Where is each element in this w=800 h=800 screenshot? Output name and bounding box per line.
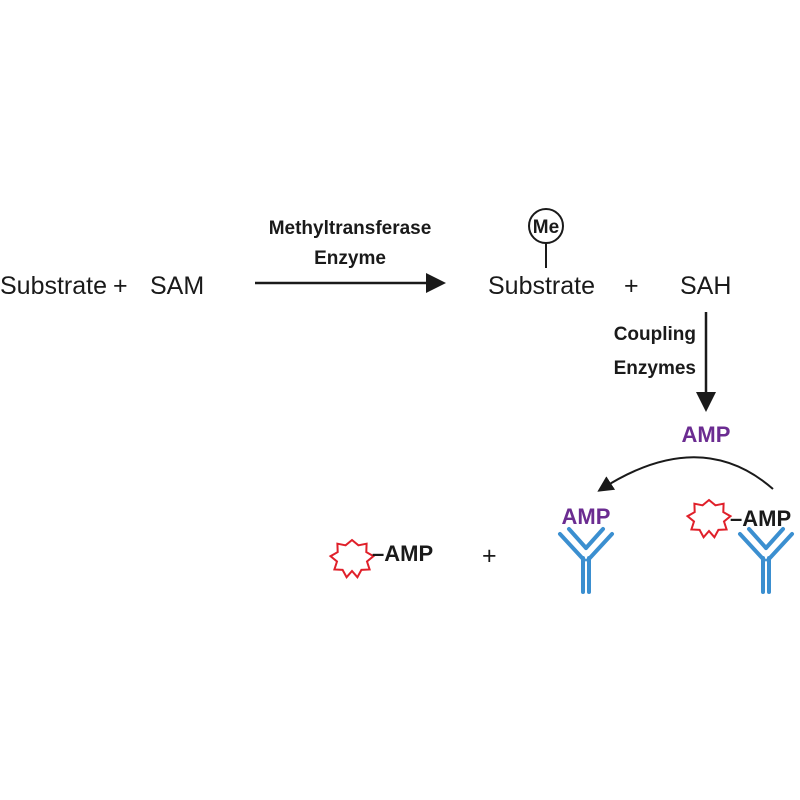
sah-label: SAH <box>680 272 731 300</box>
bound-fluorophore-star-icon <box>685 498 733 539</box>
coupling-label-line1: Coupling <box>614 324 696 345</box>
coupling-label-line2: Enzymes <box>614 358 696 379</box>
amp-product-label: AMP <box>682 422 731 447</box>
enzyme-label-line2: Enzyme <box>314 248 386 269</box>
bound-antibody-icon <box>738 527 794 594</box>
displacement-arrow <box>597 456 774 492</box>
tracer-amp-label: –AMP <box>372 541 433 566</box>
sam-label: SAM <box>150 272 204 300</box>
plus-sign-1: + <box>113 272 128 300</box>
antibody-bound-amp-label: AMP <box>562 504 611 529</box>
antibody-icon <box>558 527 614 594</box>
enzyme-label-line1: Methyltransferase <box>269 218 432 239</box>
methylated-substrate-label: Substrate <box>488 272 595 300</box>
fluorophore-star-icon <box>328 538 376 579</box>
methyl-group-label: Me <box>533 217 559 238</box>
bound-tracer-amp-label: –AMP <box>730 506 791 531</box>
plus-sign-3: + <box>482 542 497 570</box>
substrate-label: Substrate <box>0 272 107 300</box>
plus-sign-2: + <box>624 272 639 300</box>
